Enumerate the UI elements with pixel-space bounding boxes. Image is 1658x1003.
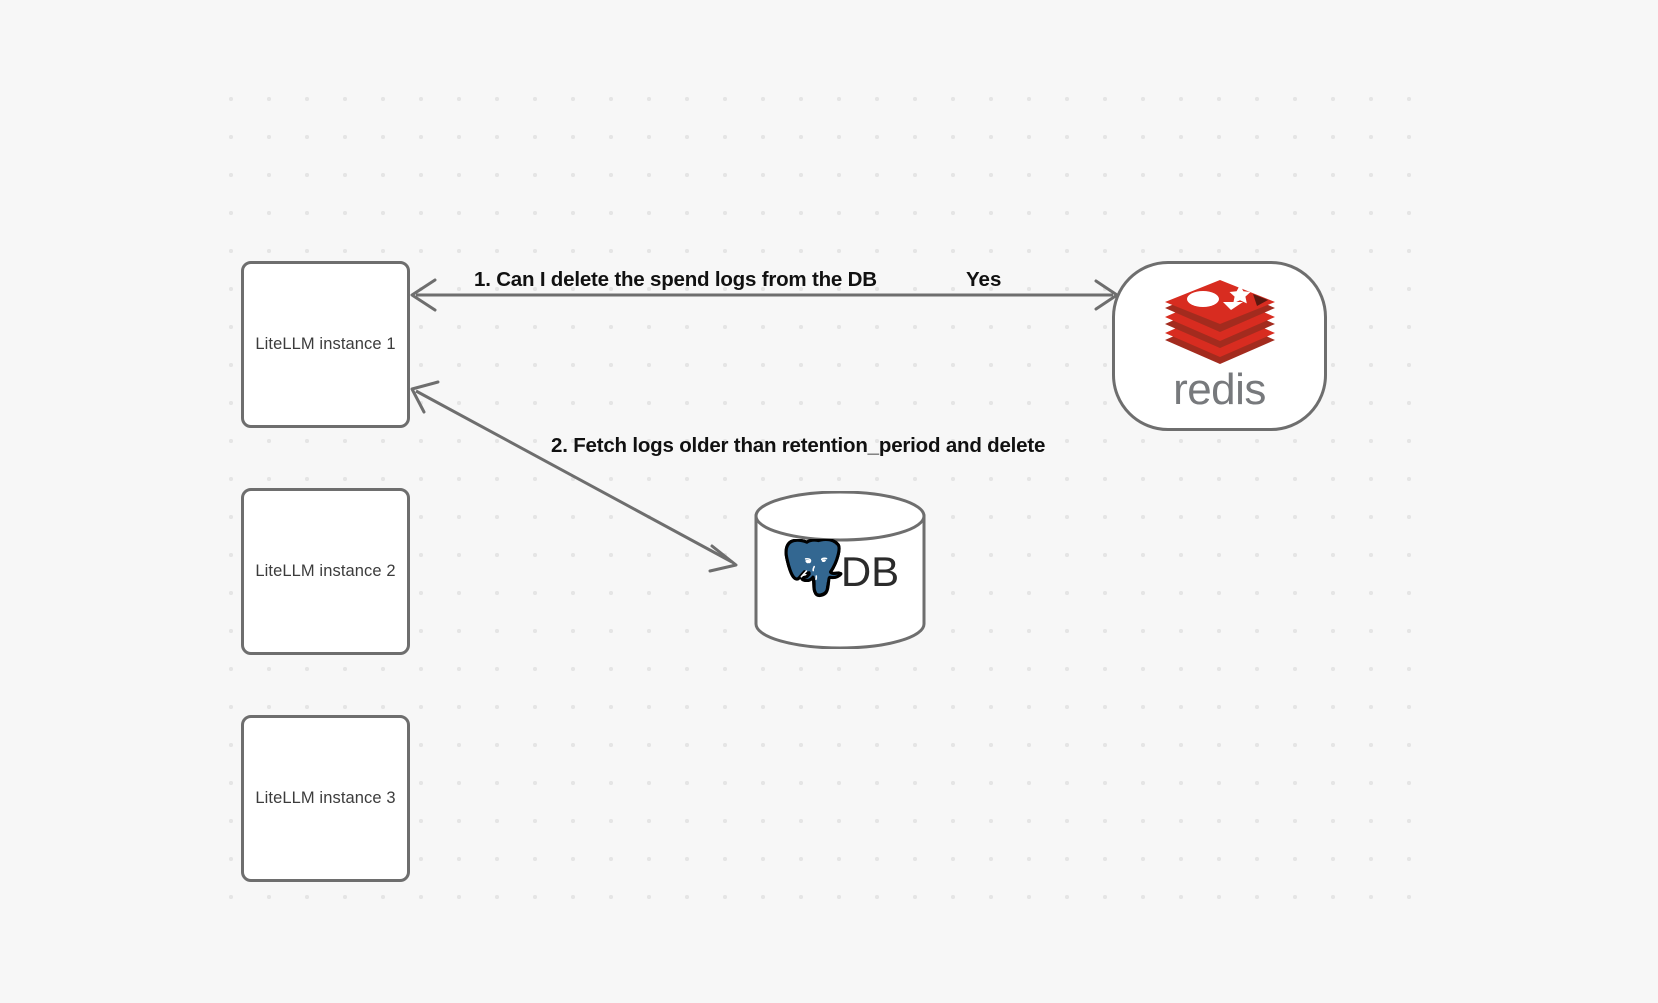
node-label: LiteLLM instance 2 — [255, 562, 396, 580]
postgresql-elephant-icon — [784, 539, 843, 598]
edge-instance-1-to-database — [410, 380, 738, 573]
node-litellm-instance-1[interactable]: LiteLLM instance 1 — [241, 261, 410, 428]
edge-label-step-1: 1. Can I delete the spend logs from the … — [474, 268, 877, 291]
edge-label-yes: Yes — [966, 268, 1002, 291]
node-litellm-instance-3[interactable]: LiteLLM instance 3 — [241, 715, 410, 882]
redis-wordmark: redis — [1173, 365, 1266, 414]
edge-label-step-2: 2. Fetch logs older than retention_perio… — [551, 434, 1046, 457]
redis-logo-icon — [1164, 280, 1275, 364]
node-label: LiteLLM instance 1 — [255, 335, 396, 353]
database-cylinder-shape — [754, 491, 926, 649]
node-redis[interactable]: redis — [1112, 261, 1327, 431]
node-database[interactable]: DB — [753, 491, 927, 649]
node-label: LiteLLM instance 3 — [255, 789, 396, 807]
node-litellm-instance-2[interactable]: LiteLLM instance 2 — [241, 488, 410, 655]
db-wordmark: DB — [840, 547, 900, 595]
